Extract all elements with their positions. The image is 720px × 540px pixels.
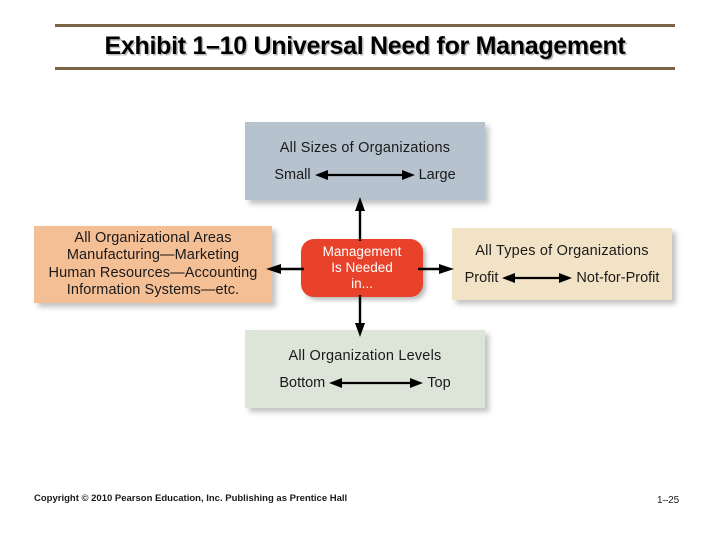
scale-label-large: Large [418,166,456,183]
center-line-3: in... [351,276,373,291]
node-areas-line-2: Manufacturing—Marketing [66,247,240,263]
node-areas-line-3: Human Resources—Accounting [48,264,258,281]
page-title: Exhibit 1–10 Universal Need for Manageme… [104,32,626,60]
footer-page-number: 1–25 [657,495,680,506]
connector-arrow-left [266,264,304,274]
scale-label-top: Top [427,374,451,391]
connector-arrow-down [355,295,365,337]
node-areas-line-1: All Organizational Areas [74,229,232,246]
scale-label-bottom: Bottom [279,374,326,391]
title-block: Exhibit 1–10 Universal Need for Manageme… [55,24,675,70]
node-all-organizational-areas[interactable]: All Organizational Areas Manufacturing—M… [34,226,272,303]
title-rule-top [55,24,675,27]
scale-label-profit: Profit [464,269,499,286]
title-rule-bottom [55,67,675,70]
node-all-types-of-organizations[interactable]: All Types of Organizations Profit Not-fo… [452,228,672,300]
double-arrow-icon [314,169,415,180]
node-all-sizes-scale: Small Large [274,167,455,183]
double-arrow-icon [502,272,573,283]
node-management-is-needed[interactable]: Management Is Needed in... [301,239,423,297]
scale-label-not-for-profit: Not-for-Profit [576,269,660,286]
connector-arrow-up [355,197,365,241]
node-all-types-title: All Types of Organizations [475,242,649,259]
center-line-1: Management [322,244,402,259]
node-all-organization-levels[interactable]: All Organization Levels Bottom Top [245,330,485,408]
node-all-levels-scale: Bottom Top [279,375,450,391]
footer-copyright: Copyright © 2010 Pearson Education, Inc.… [34,493,348,504]
scale-label-small: Small [274,166,311,183]
connector-arrow-right [418,264,454,274]
node-all-levels-title: All Organization Levels [288,347,442,364]
double-arrow-icon [329,377,424,388]
node-areas-line-4: Information Systems—etc. [66,282,240,298]
node-all-sizes-title: All Sizes of Organizations [279,139,451,156]
center-line-2: Is Needed [331,260,393,275]
node-all-sizes-of-organizations[interactable]: All Sizes of Organizations Small Large [245,122,485,200]
node-all-types-scale: Profit Not-for-Profit [465,270,660,286]
